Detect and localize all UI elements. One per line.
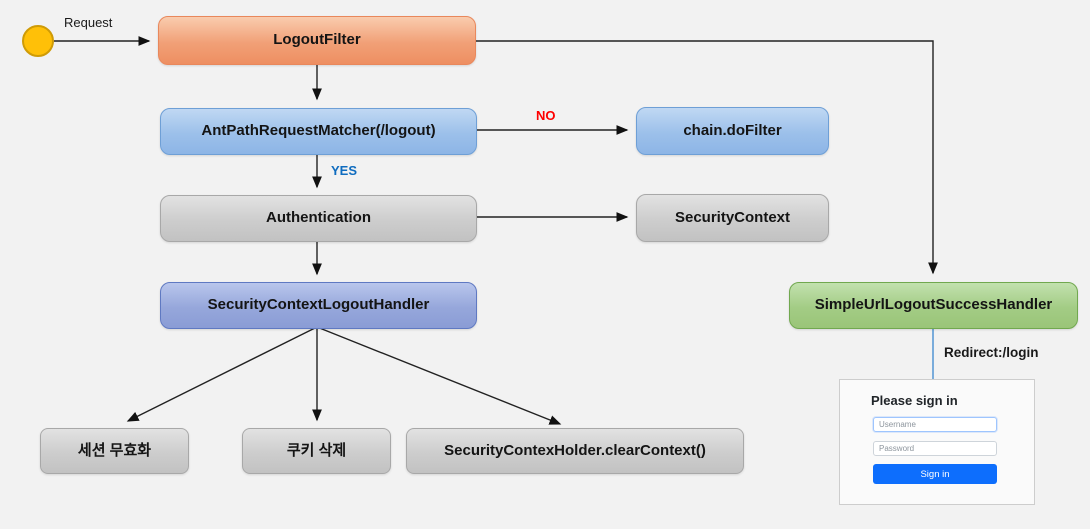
request-edge-label: Request [64,15,113,30]
arrow-handler-to-clearcontext [316,326,562,425]
node-authentication: Authentication [160,195,477,242]
yes-edge-label: YES [331,163,358,178]
node-chain-dofilter: chain.doFilter [636,107,829,155]
node-security-context: SecurityContext [636,194,829,242]
arrow-handler-to-invalidate-session [126,326,318,422]
username-input[interactable] [873,417,997,432]
sign-in-button[interactable]: Sign in [873,464,997,484]
password-input[interactable] [873,441,997,456]
no-edge-label: NO [536,108,556,123]
node-ant-path-request-matcher: AntPathRequestMatcher(/logout) [160,108,477,155]
start-node-circle [22,25,54,57]
node-clear-context: SecurityContexHolder.clearContext() [406,428,744,474]
node-delete-cookie: 쿠키 삭제 [242,428,391,474]
node-simple-url-logout-success-handler: SimpleUrlLogoutSuccessHandler [789,282,1078,329]
node-logout-filter: LogoutFilter [158,16,476,65]
node-invalidate-session: 세션 무효화 [40,428,189,474]
redirect-edge-label: Redirect:/login [944,345,1039,360]
login-form-title: Please sign in [871,393,958,408]
login-form-panel: Please sign in Sign in [839,379,1035,505]
node-security-context-logout-handler: SecurityContextLogoutHandler [160,282,477,329]
